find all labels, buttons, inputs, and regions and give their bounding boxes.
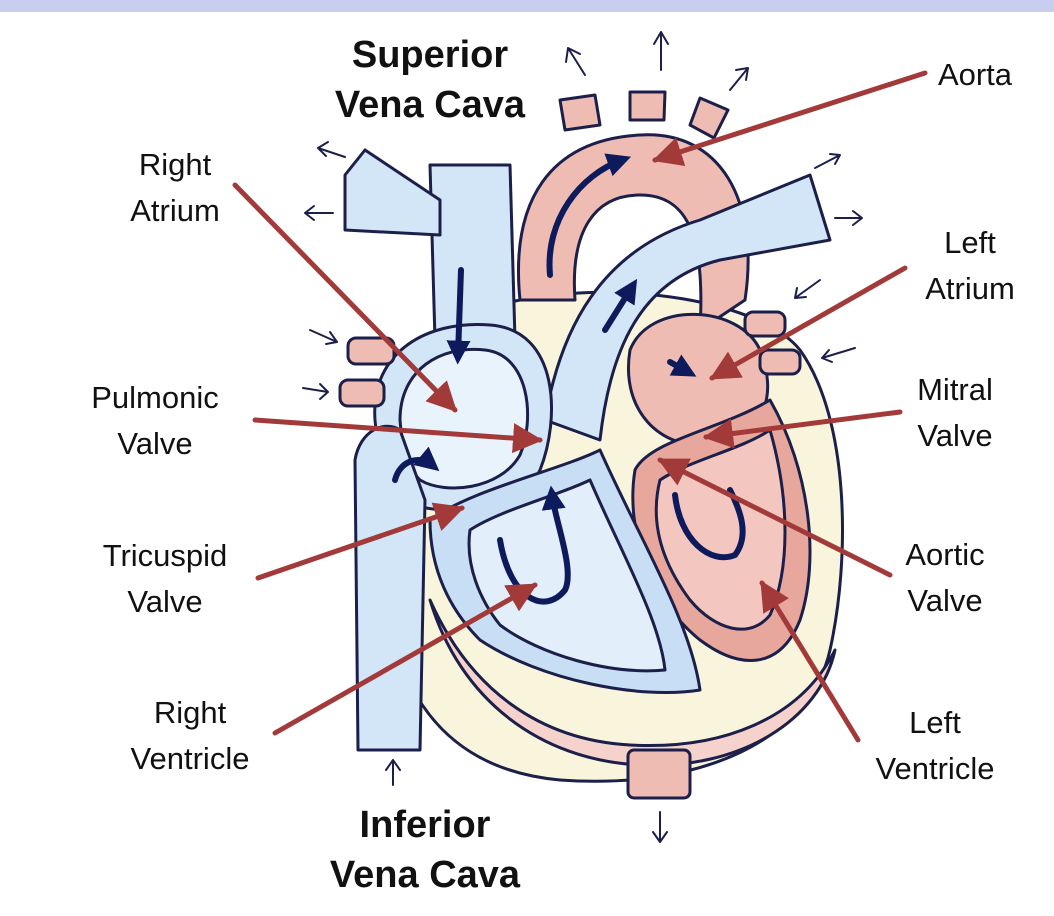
aortic-branch-2 bbox=[628, 90, 667, 122]
label-aortic-valve-line1: Aortic bbox=[905, 537, 985, 572]
label-inferior-vena-cava: Inferior Vena Cava bbox=[300, 800, 550, 900]
label-left-atrium-line2: Atrium bbox=[925, 271, 1015, 306]
descending-aorta bbox=[626, 748, 692, 800]
outflow-arrow-1 bbox=[565, 47, 586, 76]
flow-arrow-lv bbox=[672, 487, 746, 561]
label-left-ventricle: Left Ventricle bbox=[855, 700, 1015, 792]
label-right-atrium: Right Atrium bbox=[95, 142, 255, 234]
flow-arrow-pa bbox=[602, 278, 638, 333]
label-left-ventricle-line2: Ventricle bbox=[875, 751, 995, 786]
leader-line-left-atrium bbox=[709, 265, 908, 381]
inflow-arrow-ivc bbox=[385, 759, 401, 786]
flow-arrow-aorta bbox=[546, 153, 632, 278]
label-aorta-line1: Aorta bbox=[937, 57, 1013, 92]
label-left-ventricle-line1: Left bbox=[909, 705, 961, 740]
flow-arrow-ra bbox=[392, 446, 440, 483]
label-aortic-valve: Aortic Valve bbox=[880, 532, 1010, 624]
label-right-ventricle-line1: Right bbox=[153, 695, 227, 730]
header-band bbox=[0, 0, 1054, 12]
leader-line-right-ventricle bbox=[272, 582, 538, 736]
superior-vena-cava bbox=[428, 163, 517, 342]
outflow-arrow-4 bbox=[317, 141, 346, 158]
leader-line-tricuspid-valve bbox=[255, 502, 465, 581]
label-superior-vena-cava: Superior Vena Cava bbox=[305, 30, 555, 130]
pulmonary-vein-1 bbox=[743, 310, 787, 338]
label-aorta: Aorta bbox=[920, 52, 1030, 98]
label-left-atrium-line1: Left bbox=[944, 225, 996, 260]
pulmonary-trunk bbox=[543, 173, 832, 442]
leader-line-left-ventricle bbox=[759, 580, 861, 743]
label-superior-vena-cava-line2: Vena Cava bbox=[334, 84, 526, 126]
label-mitral-valve-line1: Mitral bbox=[917, 372, 993, 407]
flow-arrow-rv bbox=[497, 485, 571, 605]
label-tricuspid-valve-line1: Tricuspid bbox=[102, 538, 228, 573]
leader-line-aortic-valve bbox=[657, 457, 893, 578]
label-inferior-vena-cava-line1: Inferior bbox=[359, 804, 491, 846]
label-pulmonic-valve-line2: Valve bbox=[117, 426, 193, 461]
label-inferior-vena-cava-line2: Vena Cava bbox=[329, 854, 521, 896]
outflow-arrow-5 bbox=[304, 205, 334, 221]
outflow-arrow-6 bbox=[814, 153, 841, 169]
label-right-ventricle: Right Ventricle bbox=[105, 690, 275, 782]
label-right-ventricle-line2: Ventricle bbox=[130, 741, 250, 776]
label-left-atrium: Left Atrium bbox=[900, 220, 1040, 312]
aortic-branch-1 bbox=[558, 93, 602, 132]
aortic-arch bbox=[517, 133, 750, 332]
pulmonary-vein-2 bbox=[758, 348, 802, 376]
inflow-arrow-4 bbox=[821, 347, 856, 363]
label-mitral-valve-line2: Valve bbox=[917, 418, 993, 453]
inferior-vena-cava bbox=[353, 424, 427, 752]
leader-line-pulmonic-valve bbox=[252, 417, 543, 454]
aortic-branch-3 bbox=[688, 96, 730, 140]
label-right-atrium-line1: Right bbox=[138, 147, 212, 182]
label-pulmonic-valve: Pulmonic Valve bbox=[70, 375, 240, 467]
label-superior-vena-cava-line1: Superior bbox=[351, 34, 509, 76]
right-pulmonary-branch-2 bbox=[338, 378, 386, 408]
label-mitral-valve: Mitral Valve bbox=[890, 367, 1020, 459]
brachiocephalic-vein bbox=[343, 148, 442, 237]
label-pulmonic-valve-line1: Pulmonic bbox=[91, 380, 219, 415]
outflow-arrow-2 bbox=[653, 31, 669, 71]
label-aortic-valve-line2: Valve bbox=[907, 583, 983, 618]
label-right-atrium-line2: Atrium bbox=[130, 193, 220, 228]
outflow-arrow-7 bbox=[834, 210, 863, 226]
label-tricuspid-valve-line2: Valve bbox=[127, 584, 203, 619]
leader-line-mitral-valve bbox=[703, 409, 903, 449]
outflow-arrow-desc-aorta bbox=[652, 811, 668, 843]
inflow-arrow-2 bbox=[302, 383, 329, 400]
label-tricuspid-valve: Tricuspid Valve bbox=[80, 533, 250, 625]
outflow-arrow-3 bbox=[729, 67, 749, 91]
inflow-arrow-1 bbox=[309, 329, 338, 345]
flow-arrow-svc bbox=[446, 267, 471, 365]
leader-line-aorta bbox=[652, 70, 928, 166]
myocardium-base bbox=[428, 598, 837, 767]
leader-line-right-atrium bbox=[232, 182, 458, 413]
flow-arrow-la bbox=[667, 354, 697, 377]
inflow-arrow-3 bbox=[794, 279, 821, 299]
